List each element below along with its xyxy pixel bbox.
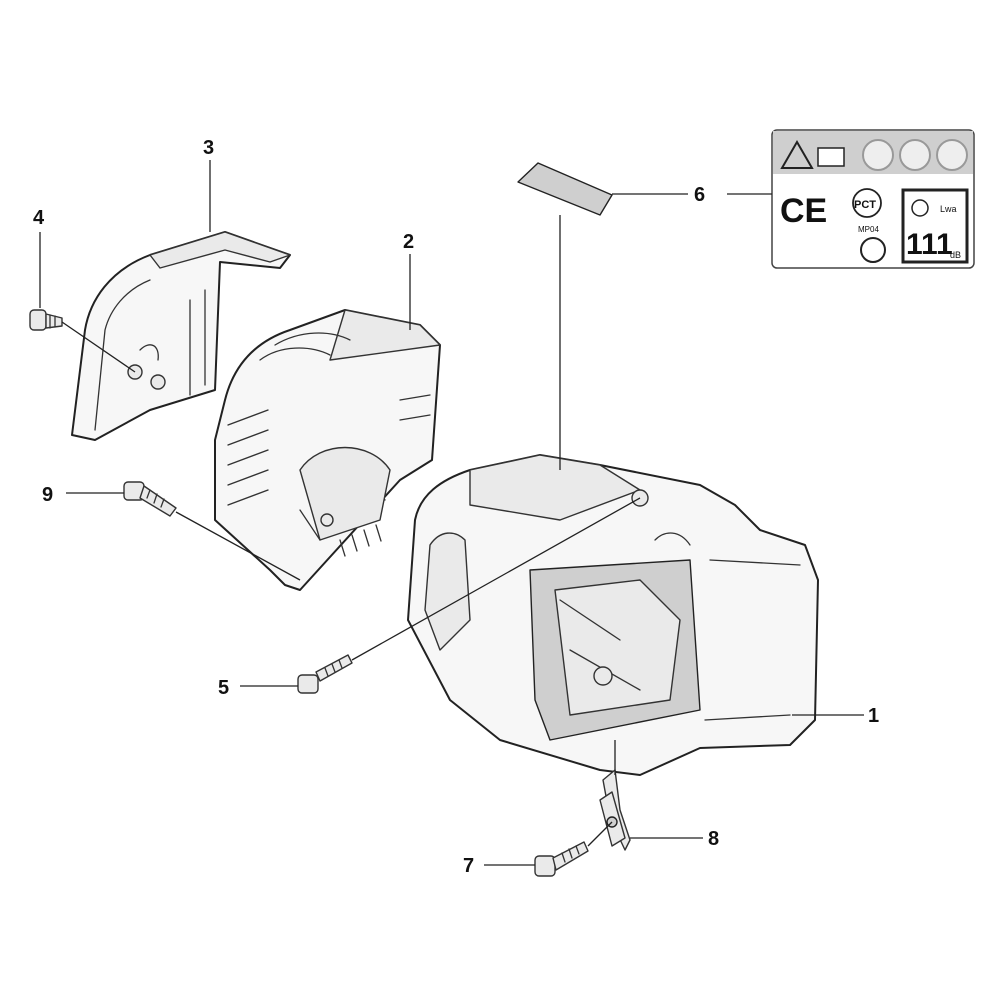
callout-2: 2 bbox=[403, 231, 414, 253]
manual-book-icon bbox=[817, 147, 845, 167]
clip-nut-part bbox=[599, 769, 631, 851]
callout-7: 7 bbox=[463, 855, 474, 877]
decal-detail-box: CE PCT MP04 Lwa 111 dB bbox=[771, 129, 975, 269]
callout-5: 5 bbox=[218, 677, 229, 699]
callout-3: 3 bbox=[203, 137, 214, 159]
warning-triangle-icon bbox=[780, 139, 814, 169]
noise-unit: dB bbox=[950, 250, 961, 260]
screw-9-part bbox=[123, 481, 177, 517]
leader-4b bbox=[61, 321, 136, 373]
screw-7-part bbox=[534, 841, 589, 877]
helmet-icon bbox=[936, 139, 968, 171]
ear-protection-icon bbox=[862, 139, 894, 171]
noise-ear-icon bbox=[911, 199, 929, 217]
eye-protection-icon bbox=[899, 139, 931, 171]
pct-code: MP04 bbox=[858, 225, 879, 234]
ce-mark: CE bbox=[780, 192, 827, 230]
noise-unit-top: Lwa bbox=[940, 204, 957, 214]
leader-lines bbox=[39, 160, 864, 866]
leader-5b bbox=[351, 497, 641, 661]
callout-6: 6 bbox=[694, 184, 705, 206]
callout-9: 9 bbox=[42, 484, 53, 506]
cylinder-cover-frame-part bbox=[214, 309, 441, 591]
leader-9b bbox=[175, 511, 301, 581]
leader-7b bbox=[587, 821, 613, 847]
pct-mark-icon bbox=[852, 188, 882, 218]
noise-value: 111 bbox=[906, 228, 953, 261]
callout-8: 8 bbox=[708, 828, 719, 850]
screw-4-part bbox=[29, 309, 63, 331]
callout-numbers: 1 2 3 4 5 6 7 8 9 bbox=[33, 137, 879, 877]
engine-housing-part bbox=[407, 454, 819, 776]
screw-5-part bbox=[297, 654, 353, 694]
decal-part bbox=[517, 162, 613, 216]
gost-icon bbox=[860, 237, 886, 263]
callout-4: 4 bbox=[33, 207, 45, 229]
pct-mark: PCT bbox=[854, 199, 876, 211]
callout-1: 1 bbox=[868, 705, 879, 727]
top-cover-part bbox=[71, 231, 291, 441]
